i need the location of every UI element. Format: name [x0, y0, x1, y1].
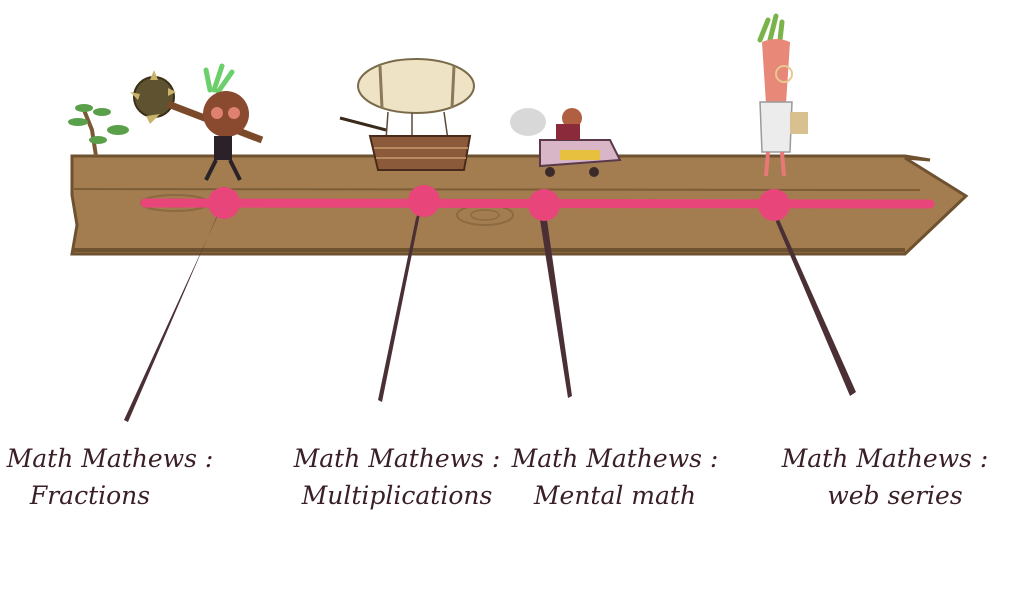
milestone-dot-3	[528, 189, 560, 221]
milestone-4-line1: Math Mathews :	[781, 444, 989, 473]
milestone-dot-1	[208, 187, 240, 219]
milestone-2-line1: Math Mathews :	[293, 444, 501, 473]
milestone-dot-2	[408, 185, 440, 217]
milestone-label-3: Math Mathews : Mental math	[505, 440, 725, 514]
club-warrior-icon	[68, 63, 264, 181]
airship-icon	[339, 58, 475, 171]
pointers	[124, 204, 856, 422]
pointer-2	[378, 204, 422, 402]
steam-car-icon	[510, 108, 622, 177]
pointer-3	[540, 206, 572, 398]
milestone-label-2: Math Mathews : Multiplications	[287, 440, 507, 514]
milestone-1-line1: Math Mathews :	[6, 444, 214, 473]
pointer-4	[773, 206, 856, 396]
pointer-1	[124, 206, 222, 422]
milestone-3-line1: Math Mathews :	[511, 444, 719, 473]
carrot-professor-icon	[757, 13, 808, 177]
milestone-3-line2: Mental math	[533, 481, 697, 510]
milestone-dot-4	[758, 189, 790, 221]
milestone-label-1: Math Mathews : Fractions	[0, 440, 220, 514]
milestone-label-4: Math Mathews : web series	[775, 440, 995, 514]
milestone-4-line2: web series	[827, 481, 963, 510]
milestone-dots	[208, 185, 790, 221]
milestone-2-line2: Multiplications	[301, 481, 493, 510]
milestone-1-line2: Fractions	[29, 481, 151, 510]
